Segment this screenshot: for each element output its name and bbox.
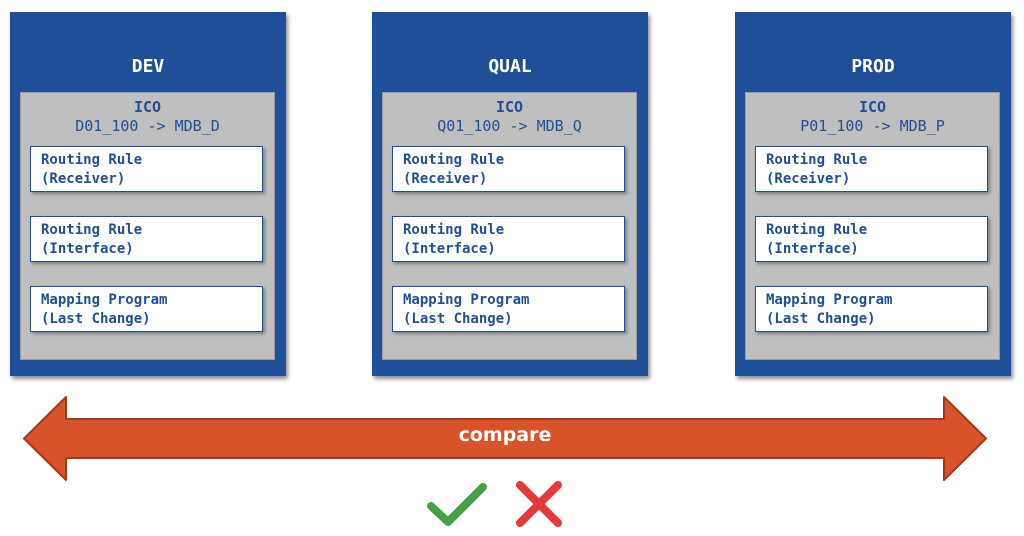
item-line-1: Routing Rule [41,152,143,168]
ico-title: ICO [858,98,887,116]
item-line-1: Mapping Program [766,292,893,308]
item-line-2: (Interface) [403,241,496,257]
routing-rule-interface-box: Routing Rule (Interface) [30,216,263,262]
checkmark-icon [427,483,487,526]
mapping-program-box: Mapping Program (Last Change) [30,286,263,332]
ico-mapping: P01_100 -> MDB_P [800,117,945,135]
env-dev: DEV ICO D01_100 -> MDB_D Routing Rule (R… [10,12,286,376]
cross-icon [516,481,562,527]
routing-rule-interface-box: Routing Rule (Interface) [392,216,625,262]
ico-mapping: Q01_100 -> MDB_Q [437,117,582,135]
item-line-1: Mapping Program [41,292,168,308]
item-line-2: (Receiver) [403,171,488,187]
item-line-2: (Last Change) [41,311,151,327]
mapping-program-box: Mapping Program (Last Change) [755,286,988,332]
ico-mapping: D01_100 -> MDB_D [75,117,220,135]
item-line-1: Routing Rule [41,222,143,238]
mapping-program-box: Mapping Program (Last Change) [392,286,625,332]
item-line-1: Routing Rule [403,152,505,168]
item-line-2: (Receiver) [766,171,851,187]
routing-rule-receiver-box: Routing Rule (Receiver) [755,146,988,192]
routing-rule-receiver-box: Routing Rule (Receiver) [30,146,263,192]
compare-label: compare [458,424,552,446]
ico-title: ICO [495,98,524,116]
routing-rule-receiver-box: Routing Rule (Receiver) [392,146,625,192]
item-line-2: (Interface) [766,241,859,257]
item-line-1: Routing Rule [766,222,868,238]
env-title: QUAL [488,56,532,77]
double-arrow-icon [23,396,987,481]
item-line-1: Routing Rule [766,152,868,168]
item-line-2: (Last Change) [766,311,876,327]
item-line-2: (Interface) [41,241,134,257]
ico-box: ICO Q01_100 -> MDB_Q Routing Rule (Recei… [382,92,637,360]
routing-rule-interface-box: Routing Rule (Interface) [755,216,988,262]
env-qual: QUAL ICO Q01_100 -> MDB_Q Routing Rule (… [372,12,648,376]
compare-arrow: compare [22,395,988,482]
env-prod: PROD ICO P01_100 -> MDB_P Routing Rule (… [735,12,1011,376]
item-line-1: Mapping Program [403,292,530,308]
ico-box: ICO D01_100 -> MDB_D Routing Rule (Recei… [20,92,275,360]
env-title: PROD [851,56,895,77]
item-line-2: (Last Change) [403,311,513,327]
ico-title: ICO [133,98,162,116]
item-line-2: (Receiver) [41,171,126,187]
env-title: DEV [131,56,165,77]
ico-box: ICO P01_100 -> MDB_P Routing Rule (Recei… [745,92,1000,360]
item-line-1: Routing Rule [403,222,505,238]
